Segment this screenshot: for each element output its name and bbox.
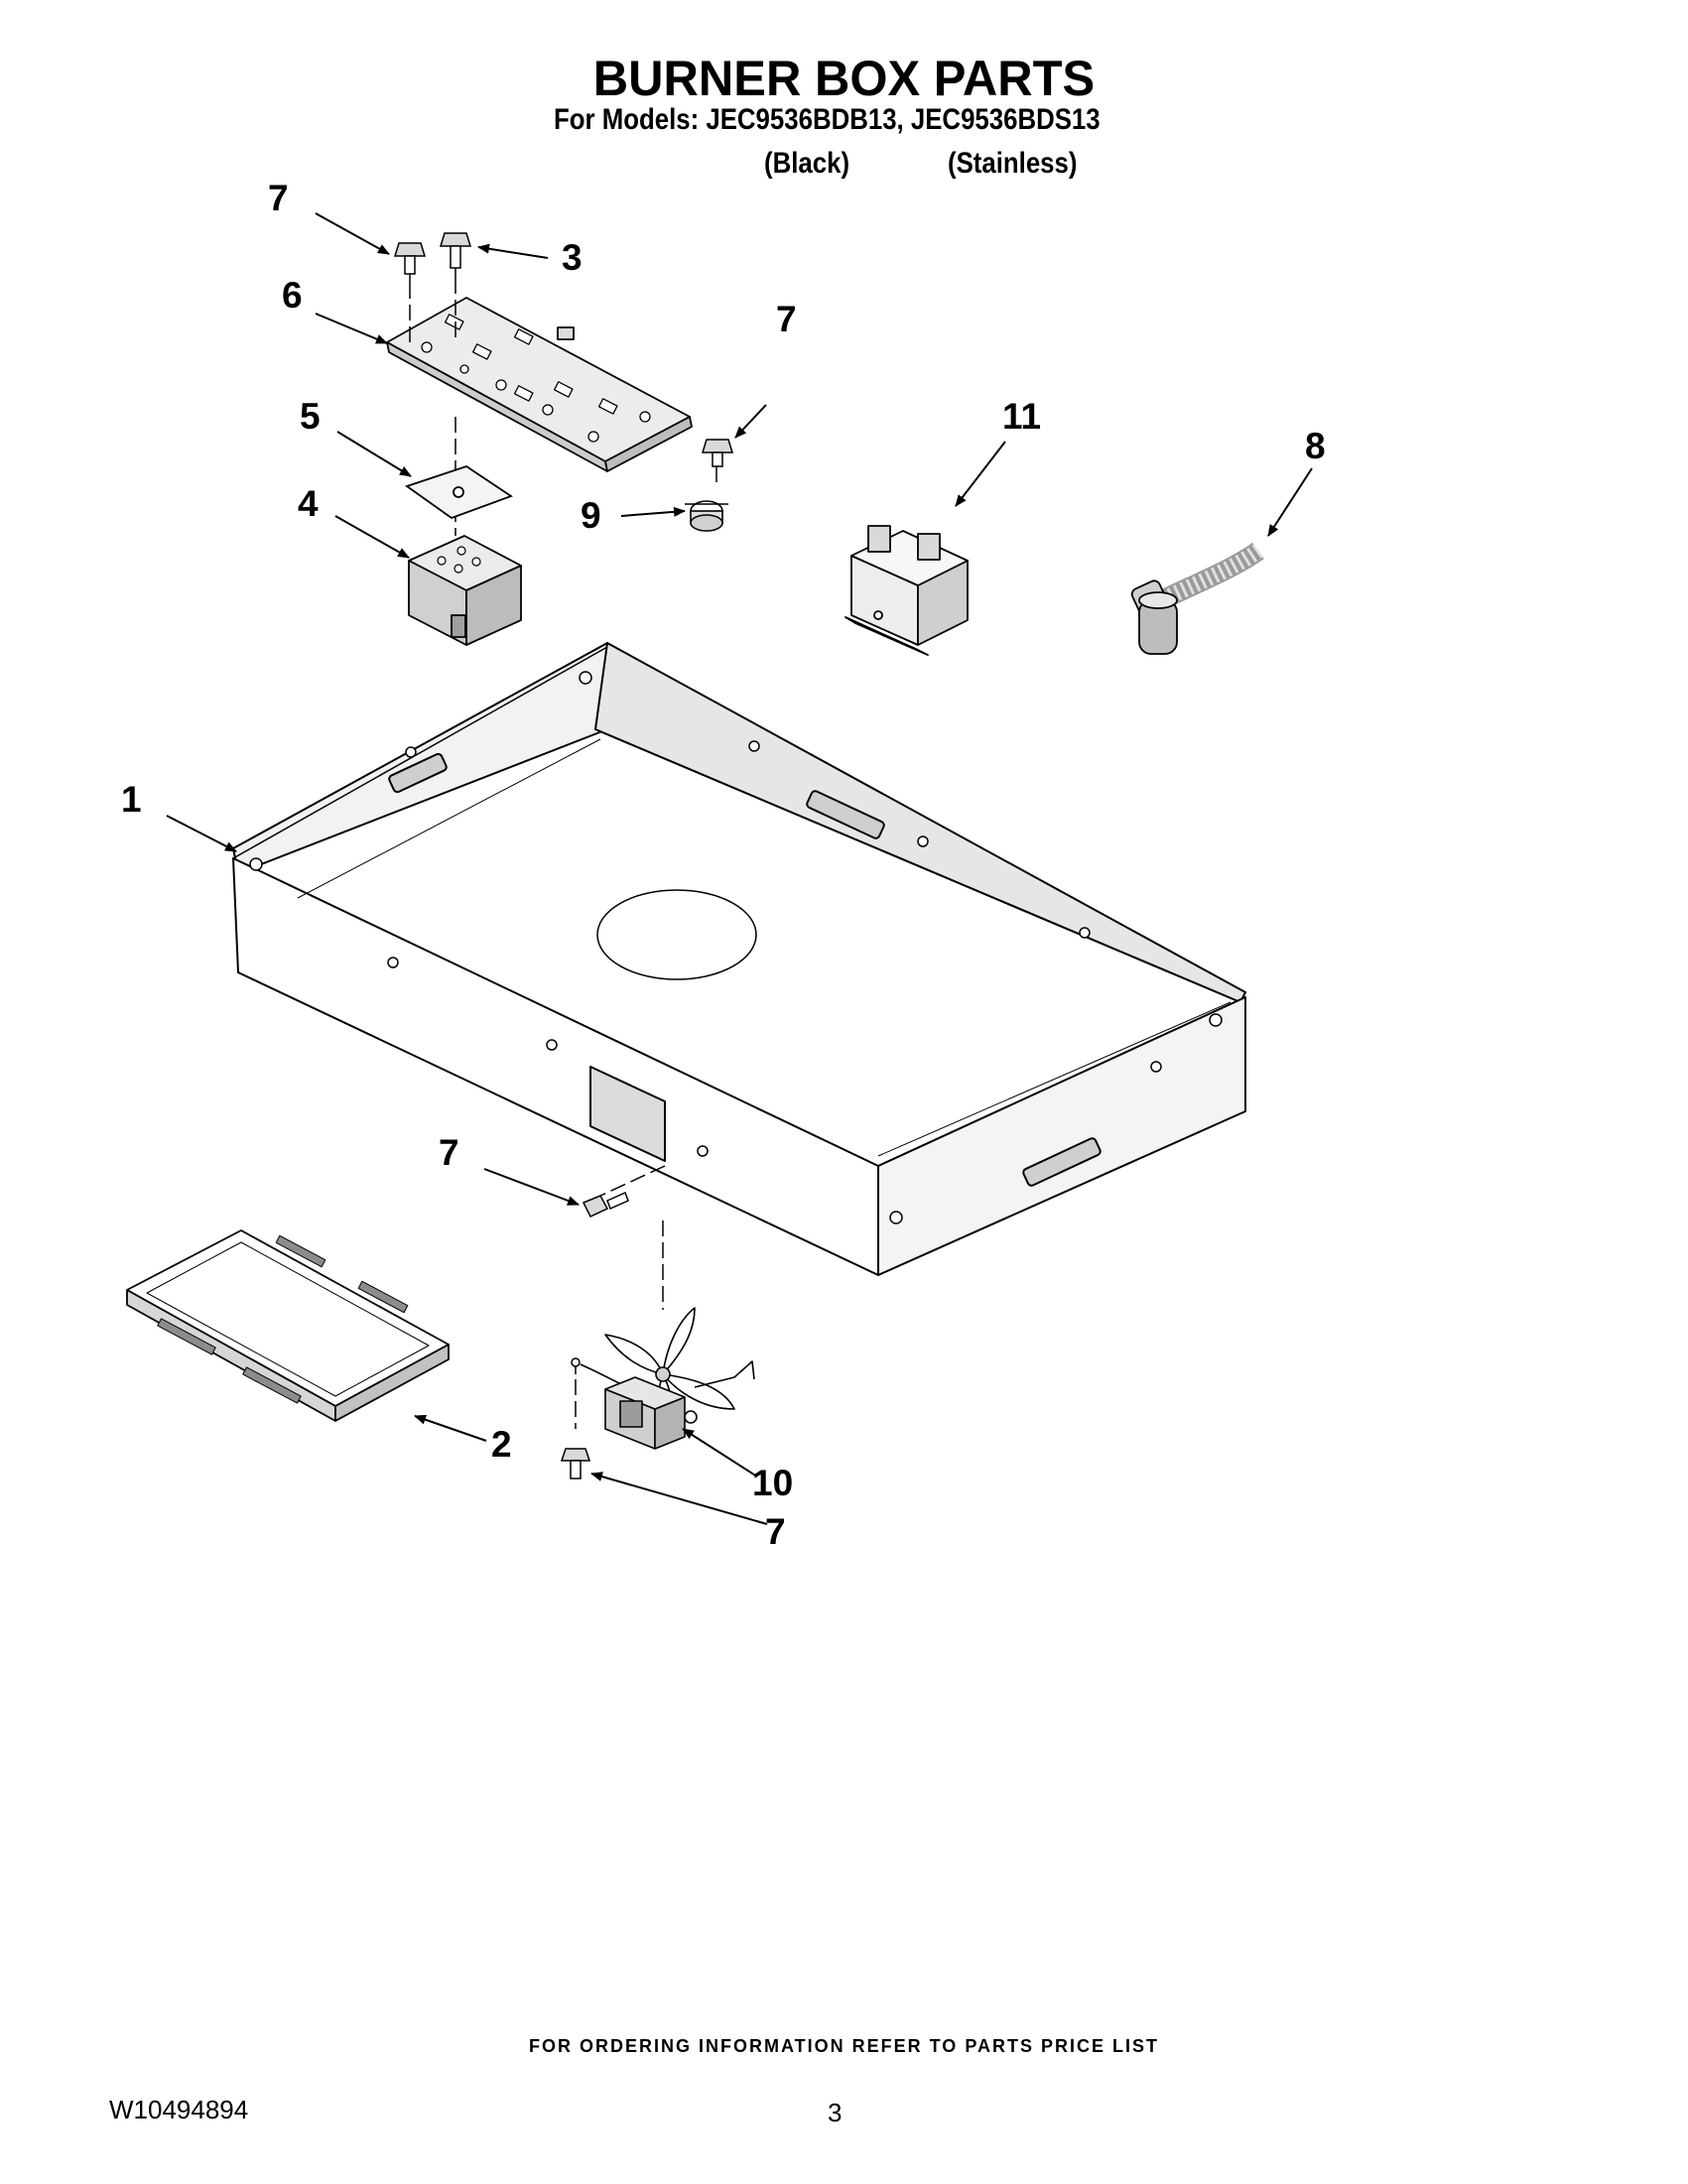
thermostat	[685, 500, 728, 532]
variant-black: (Black)	[764, 147, 850, 180]
callout-3: 3	[562, 237, 583, 278]
callout-4: 4	[298, 483, 319, 524]
callout-7-mid: 7	[776, 299, 797, 339]
screw-top-left	[393, 242, 427, 283]
callout-7-fan: 7	[765, 1511, 786, 1552]
terminal-block	[408, 535, 522, 646]
callout-2: 2	[491, 1424, 512, 1465]
terminal-plate	[386, 297, 693, 472]
callout-6: 6	[282, 275, 303, 316]
callout-11: 11	[1002, 396, 1041, 437]
models-line: For Models: JEC9536BDB13, JEC9536BDS13	[554, 103, 1101, 136]
callout-9: 9	[581, 495, 601, 536]
ordering-note: FOR ORDERING INFORMATION REFER TO PARTS …	[528, 2036, 1159, 2056]
variant-stainless: (Stainless)	[948, 147, 1078, 180]
callout-5: 5	[300, 396, 321, 437]
page-number: 3	[828, 2098, 843, 2127]
screw-top	[439, 232, 472, 278]
cover-plate	[126, 1229, 450, 1422]
relay	[844, 525, 969, 656]
screw-fan	[560, 1357, 591, 1479]
screw-mid	[701, 439, 734, 467]
page-title: BURNER BOX PARTS	[592, 51, 1096, 106]
strain-relief	[1130, 542, 1264, 655]
insulator	[405, 465, 513, 520]
screw-bottom	[582, 1191, 629, 1218]
document-number: W10494894	[109, 2095, 249, 2124]
leader-arrows	[166, 212, 1313, 1525]
burner-box	[232, 642, 1246, 1276]
callout-1: 1	[121, 779, 142, 820]
alignment-lines	[409, 278, 717, 1429]
callout-7-bottom: 7	[439, 1132, 459, 1173]
callout-8: 8	[1305, 426, 1326, 466]
callout-7-top-left: 7	[268, 178, 289, 218]
fan-motor	[580, 1307, 755, 1450]
callout-10: 10	[752, 1463, 793, 1503]
